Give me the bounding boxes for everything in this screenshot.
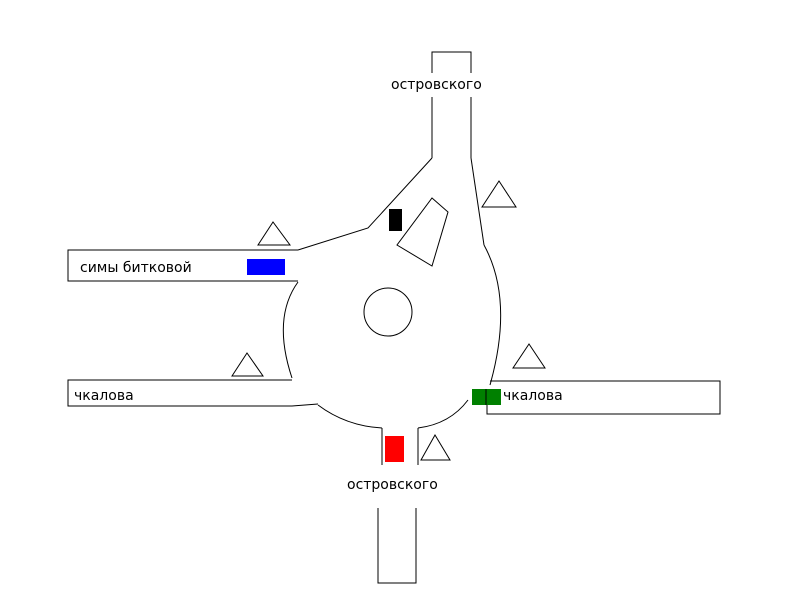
blue-car xyxy=(247,259,285,275)
black-car xyxy=(389,209,402,231)
west-lower-street-label: чкалова xyxy=(74,388,134,404)
red-car xyxy=(385,436,404,462)
roundabout-ring xyxy=(282,244,502,429)
yield-sign-north-east xyxy=(481,180,517,208)
yield-sign-west-upper xyxy=(257,221,291,246)
splitter-island xyxy=(396,197,449,267)
east-street-label: чкалова xyxy=(503,388,563,404)
north-road xyxy=(297,51,485,251)
west-upper-street-label: симы битковой xyxy=(80,260,192,276)
yield-sign-east xyxy=(512,343,546,369)
west-lower-road xyxy=(67,379,319,407)
south-street-label: островского xyxy=(347,477,438,493)
east-road xyxy=(486,380,721,415)
central-island xyxy=(363,287,413,337)
south-road xyxy=(377,428,419,584)
north-street-label: островского xyxy=(391,77,482,93)
yield-sign-west-lower xyxy=(231,352,264,377)
west-upper-road xyxy=(67,249,298,282)
yield-sign-south xyxy=(420,434,451,461)
